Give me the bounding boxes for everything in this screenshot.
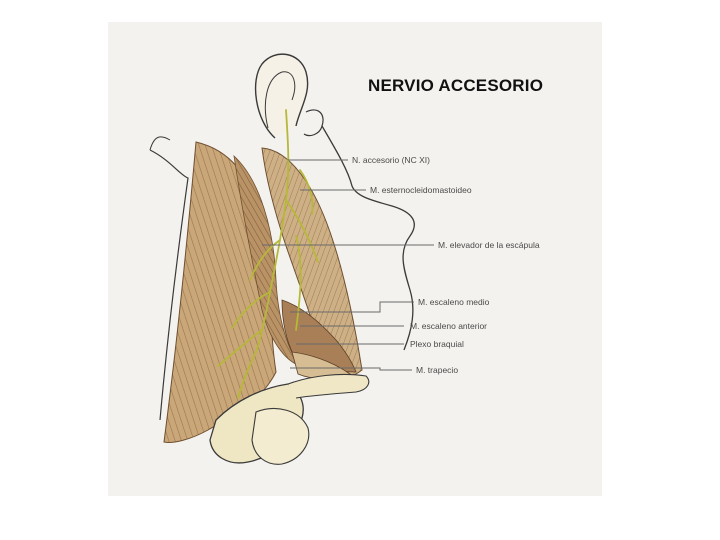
diagram-title: NERVIO ACCESORIO xyxy=(368,76,543,96)
label-elevador: M. elevador de la escápula xyxy=(438,240,540,250)
label-plexo: Plexo braquial xyxy=(410,339,464,349)
label-escaleno-medio: M. escaleno medio xyxy=(418,297,489,307)
label-trapecio: M. trapecio xyxy=(416,365,458,375)
label-esternocleidomastoideo: M. esternocleidomastoideo xyxy=(370,185,472,195)
label-accesorio: N. accesorio (NC XI) xyxy=(352,155,430,165)
ear xyxy=(256,54,323,138)
label-escaleno-anterior: M. escaleno anterior xyxy=(410,321,487,331)
